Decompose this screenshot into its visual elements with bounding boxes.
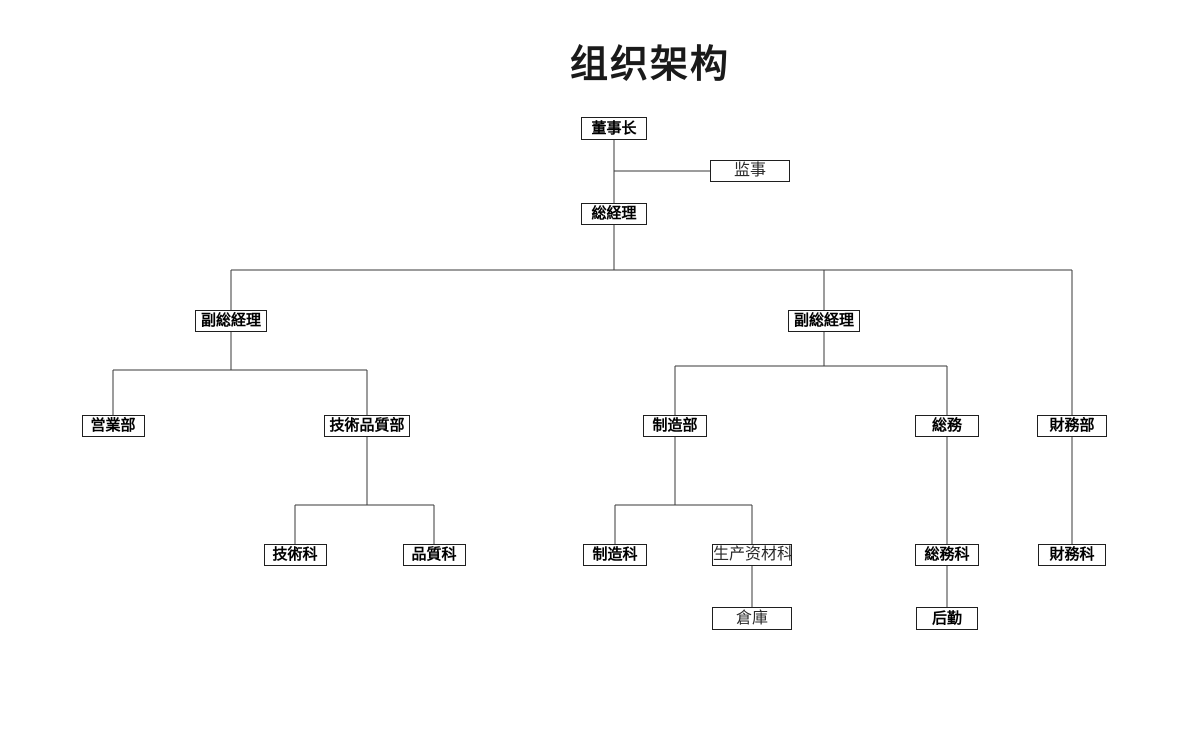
org-node-finance-section: 財務科 — [1038, 544, 1106, 566]
org-node-ga-section: 総務科 — [915, 544, 979, 566]
org-node-finance: 財務部 — [1037, 415, 1107, 437]
org-node-general-affairs: 総務 — [915, 415, 979, 437]
org-node-dgm-left: 副総経理 — [195, 310, 267, 332]
org-node-quality-section: 品質科 — [402, 544, 466, 566]
org-node-chairman: 董事长 — [581, 117, 647, 140]
org-node-sales: 営業部 — [81, 415, 145, 437]
org-node-materials: 生产资材科 — [712, 544, 792, 566]
org-node-warehouse: 倉庫 — [712, 607, 792, 630]
org-node-supervisor: 监事 — [710, 160, 790, 182]
org-node-logistics: 后勤 — [916, 607, 978, 630]
org-node-manufacturing: 制造部 — [643, 415, 707, 437]
org-node-tech-section: 技術科 — [263, 544, 327, 566]
org-node-gm: 総経理 — [581, 203, 647, 225]
org-node-tech-quality: 技術品質部 — [324, 415, 410, 437]
org-node-dgm-right: 副総経理 — [788, 310, 860, 332]
diagram-title: 组织架构 — [569, 44, 731, 86]
org-node-mfg-section: 制造科 — [583, 544, 647, 566]
